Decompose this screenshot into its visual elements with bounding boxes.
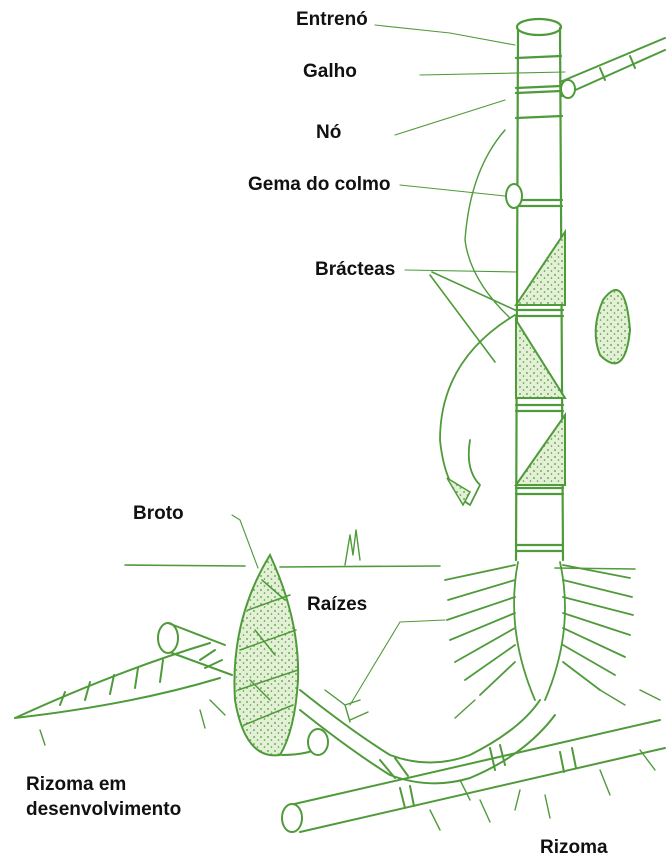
culm-top-opening [517,19,561,35]
developing-rhizome [15,623,232,718]
label-raizes: Raízes [307,593,367,618]
label-no: Nó [316,121,341,146]
leader-raizes [350,622,400,705]
culm-roots [445,562,633,700]
label-entreno: Entrenó [296,8,368,33]
leader-broto [232,515,258,568]
leader-entreno [375,25,515,45]
label-rizoma: Rizoma [540,836,608,861]
leader-galho [420,72,565,75]
ground-line [125,565,635,569]
leader-gema [400,185,505,196]
label-broto: Broto [133,502,184,527]
bract [516,320,565,398]
label-galho: Galho [303,60,357,85]
label-gema: Gema do colmo [248,173,391,198]
label-bracteas: Brácteas [315,258,395,283]
leader-bracteas [405,270,517,272]
label-rizoma-desenvolvimento-1: Rizoma em [26,773,126,798]
soil-tuft [345,530,360,565]
rhizome [282,690,665,832]
culm-bud [506,184,522,208]
label-rizoma-desenvolvimento-2: desenvolvimento [26,798,181,823]
loose-bract-left [440,315,515,505]
branch [560,38,665,98]
loose-bract-right [596,290,630,363]
leader-no [395,100,505,135]
bract [516,232,565,305]
bract [516,415,565,485]
